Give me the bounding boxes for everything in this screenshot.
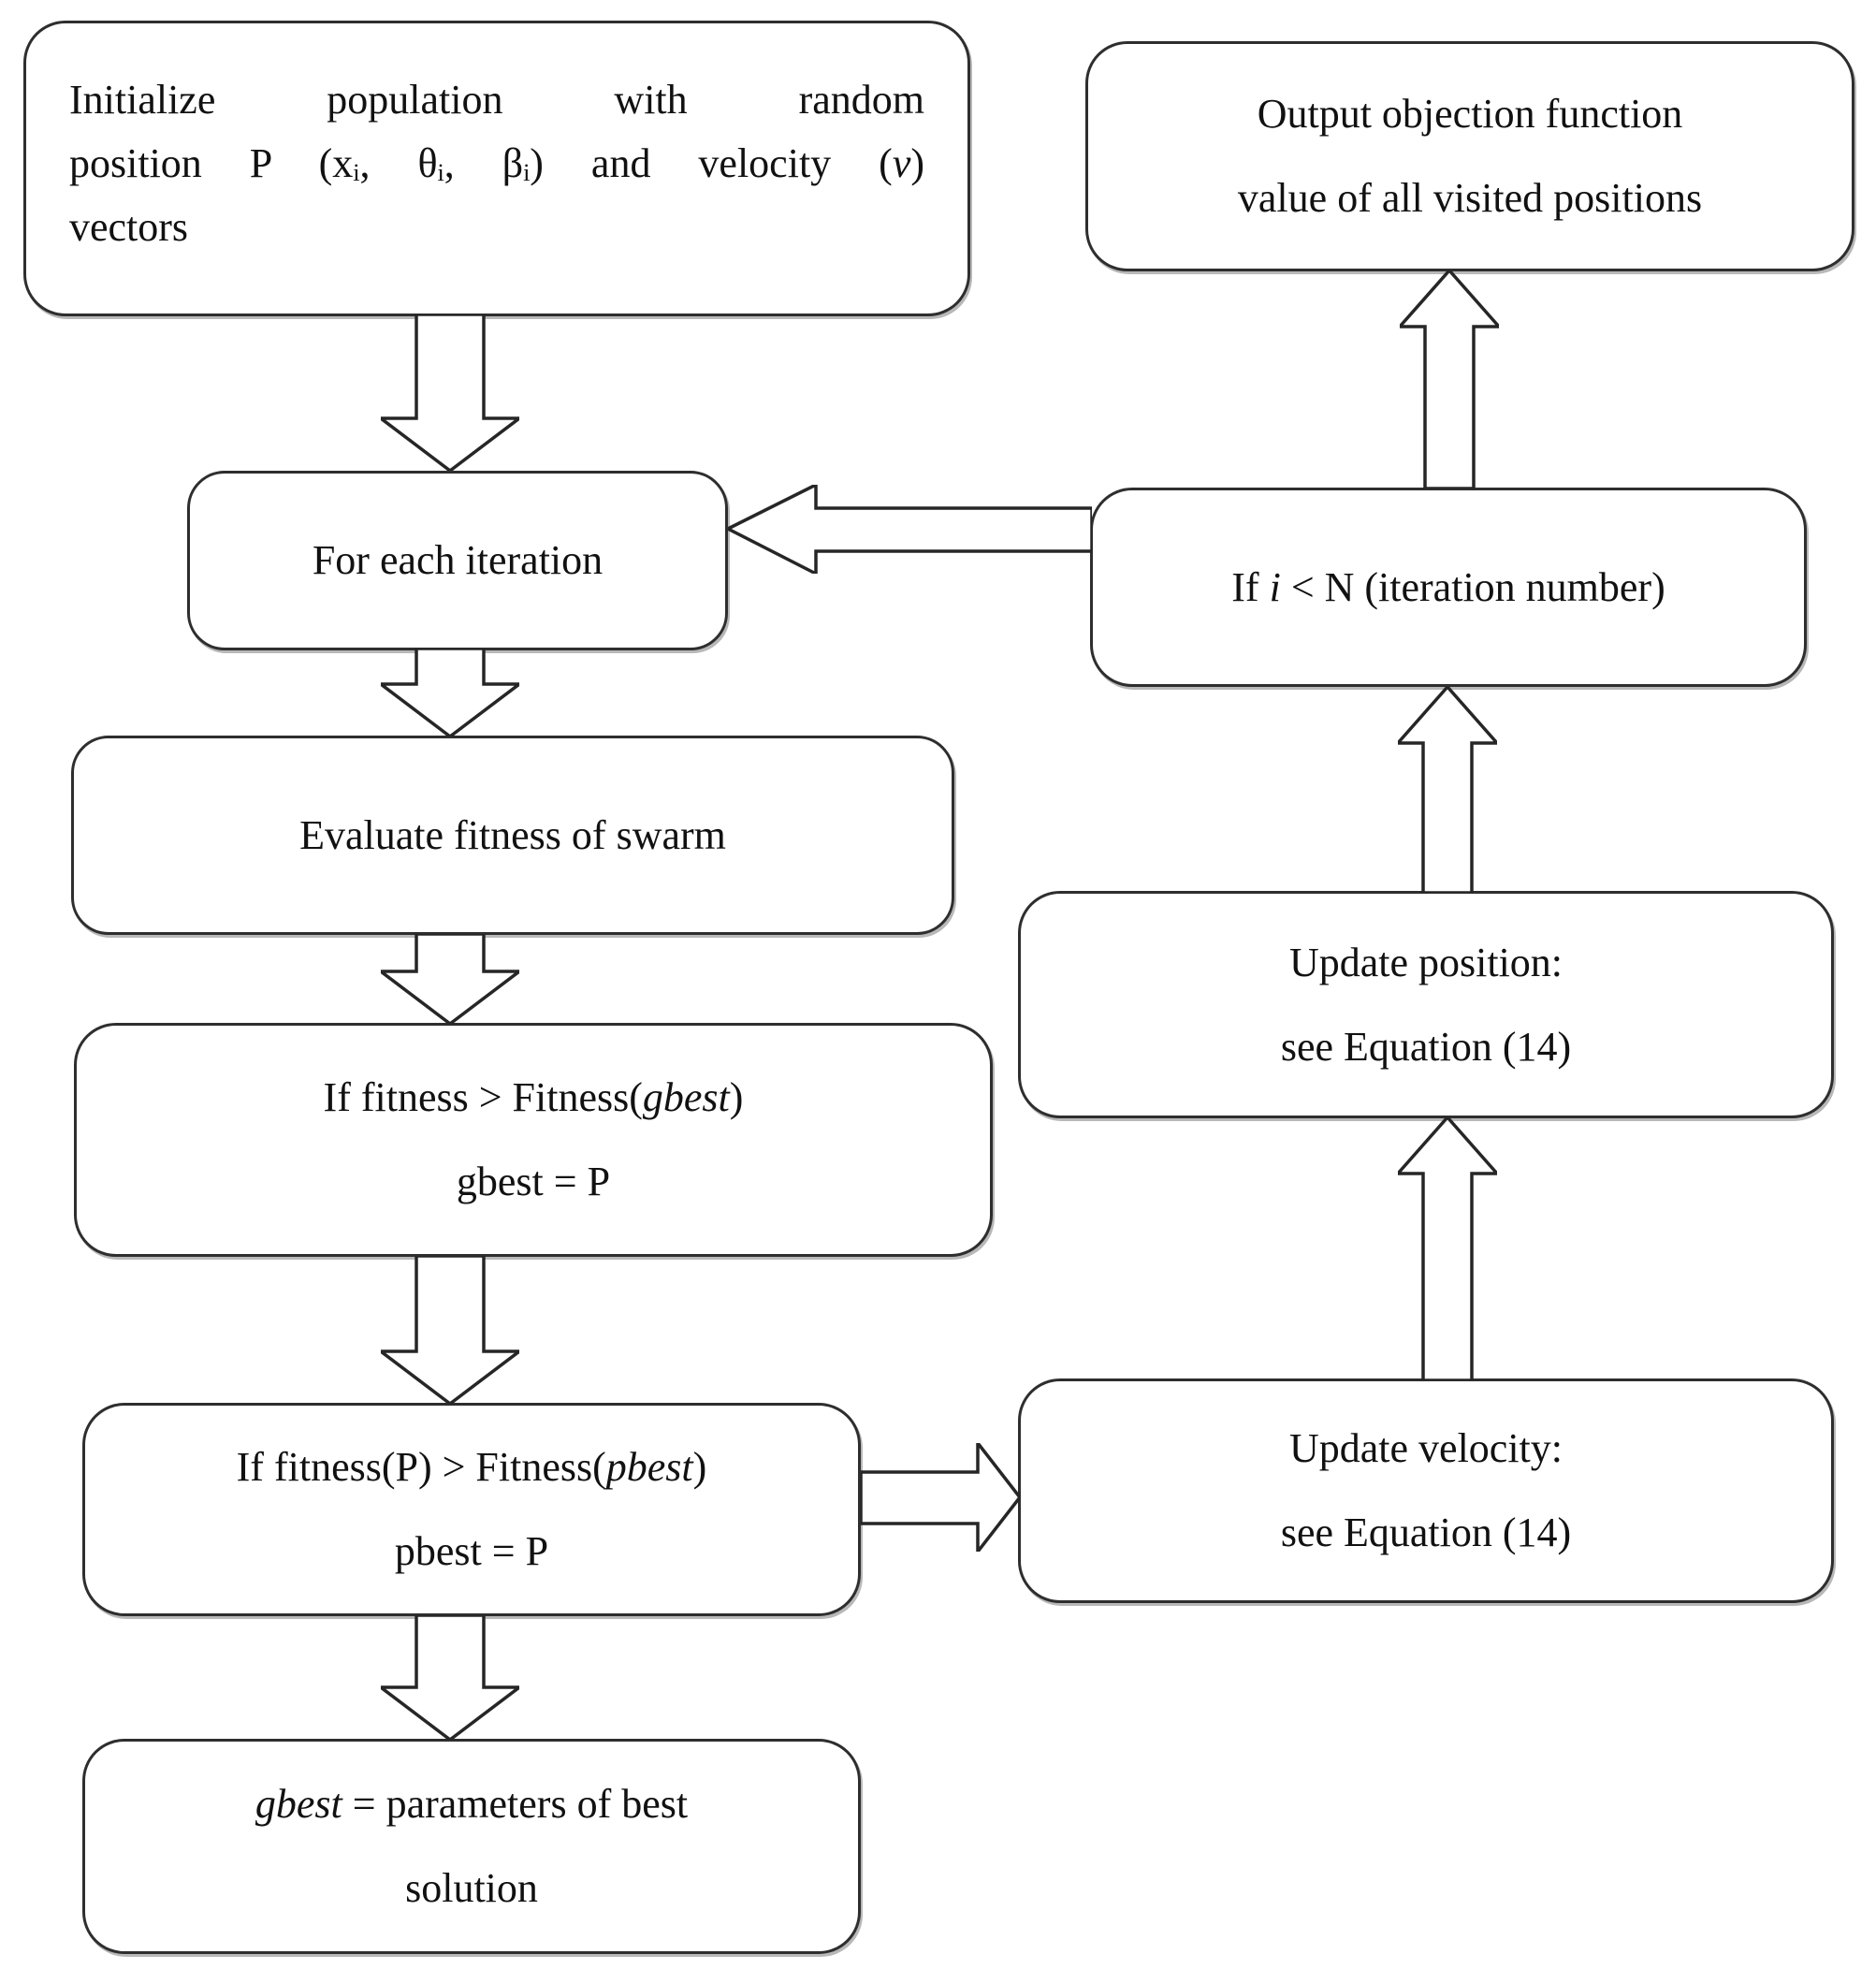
box-gbest-parameters: gbest = parameters of best solution: [82, 1739, 861, 1954]
arrow-pbest-to-velocity-icon: [861, 1443, 1020, 1552]
pbest-symbol: pbest: [605, 1444, 693, 1490]
update-position-line-1: Update position:: [1288, 939, 1563, 985]
velocity-v-symbol: v: [892, 139, 911, 186]
pbest-condition-post: ): [692, 1444, 707, 1490]
initialize-line-2-text: position P (xᵢ, θᵢ, βᵢ) and velocity (: [69, 139, 893, 186]
initialize-line-2: position P (xᵢ, θᵢ, βᵢ) and velocity (v): [69, 132, 924, 196]
arrow-evaluate-to-gbest-icon: [381, 934, 519, 1024]
initialize-line-3: vectors: [69, 203, 189, 250]
box-for-each-iteration: For each iteration: [187, 471, 728, 650]
gbest-condition-line: If fitness > Fitness(gbest): [324, 1067, 744, 1129]
arrow-pbest-to-solution-icon: [381, 1615, 519, 1740]
solution-line-1: gbest = parameters of best: [255, 1773, 688, 1835]
output-line-2: value of all visited positions: [1237, 175, 1703, 221]
pbest-condition-pre: If fitness(P) > Fitness(: [236, 1444, 606, 1490]
initialize-line-2-close: ): [910, 139, 924, 186]
initialize-line-1: Initialize population with random: [69, 77, 924, 123]
solution-gbest-symbol: gbest: [254, 1781, 342, 1827]
update-position-line-2: see Equation (14): [1280, 1023, 1572, 1070]
evaluate-fitness-label: Evaluate fitness of swarm: [299, 811, 726, 858]
pbest-assignment-line: pbest = P: [394, 1528, 549, 1574]
arrow-check-to-output-icon: [1400, 270, 1499, 489]
update-velocity-line-2: see Equation (14): [1280, 1510, 1572, 1555]
output-line-1: Output objection function: [1257, 91, 1683, 137]
box-pbest-update: If fitness(P) > Fitness(pbest) pbest = P: [82, 1403, 861, 1616]
if-iteration-post: < N (iteration number): [1280, 563, 1665, 610]
arrow-check-to-iteration-icon: [728, 485, 1092, 574]
gbest-condition-pre: If fitness > Fitness(: [323, 1074, 643, 1120]
solution-line-1-text: = parameters of best: [342, 1781, 689, 1827]
iteration-i-symbol: i: [1269, 563, 1281, 610]
solution-line-2: solution: [405, 1865, 538, 1911]
for-each-iteration-label: For each iteration: [312, 537, 604, 583]
box-update-velocity: Update velocity: see Equation (14): [1018, 1378, 1834, 1603]
box-output-objection: Output objection function value of all v…: [1085, 41, 1854, 271]
gbest-assignment-line: gbest = P: [456, 1159, 611, 1204]
arrow-iteration-to-evaluate-icon: [381, 649, 519, 737]
box-initialize-population: Initialize population with random positi…: [23, 21, 970, 316]
arrow-gbest-to-pbest-icon: [381, 1256, 519, 1404]
if-iteration-pre: If: [1231, 563, 1270, 610]
gbest-condition-post: ): [729, 1074, 744, 1120]
box-update-position: Update position: see Equation (14): [1018, 891, 1834, 1118]
pbest-condition-line: If fitness(P) > Fitness(pbest): [237, 1437, 707, 1498]
box-if-iteration-check: If i < N (iteration number): [1090, 488, 1807, 687]
gbest-symbol: gbest: [642, 1074, 730, 1120]
box-gbest-update: If fitness > Fitness(gbest) gbest = P: [74, 1023, 993, 1257]
box-evaluate-fitness: Evaluate fitness of swarm: [71, 736, 954, 935]
arrow-velocity-to-position-icon: [1398, 1117, 1497, 1380]
arrow-init-to-iteration-icon: [381, 314, 519, 471]
arrow-position-to-check-icon: [1398, 687, 1497, 893]
update-velocity-line-1: Update velocity:: [1288, 1425, 1563, 1471]
if-iteration-label: If i < N (iteration number): [1231, 557, 1665, 619]
